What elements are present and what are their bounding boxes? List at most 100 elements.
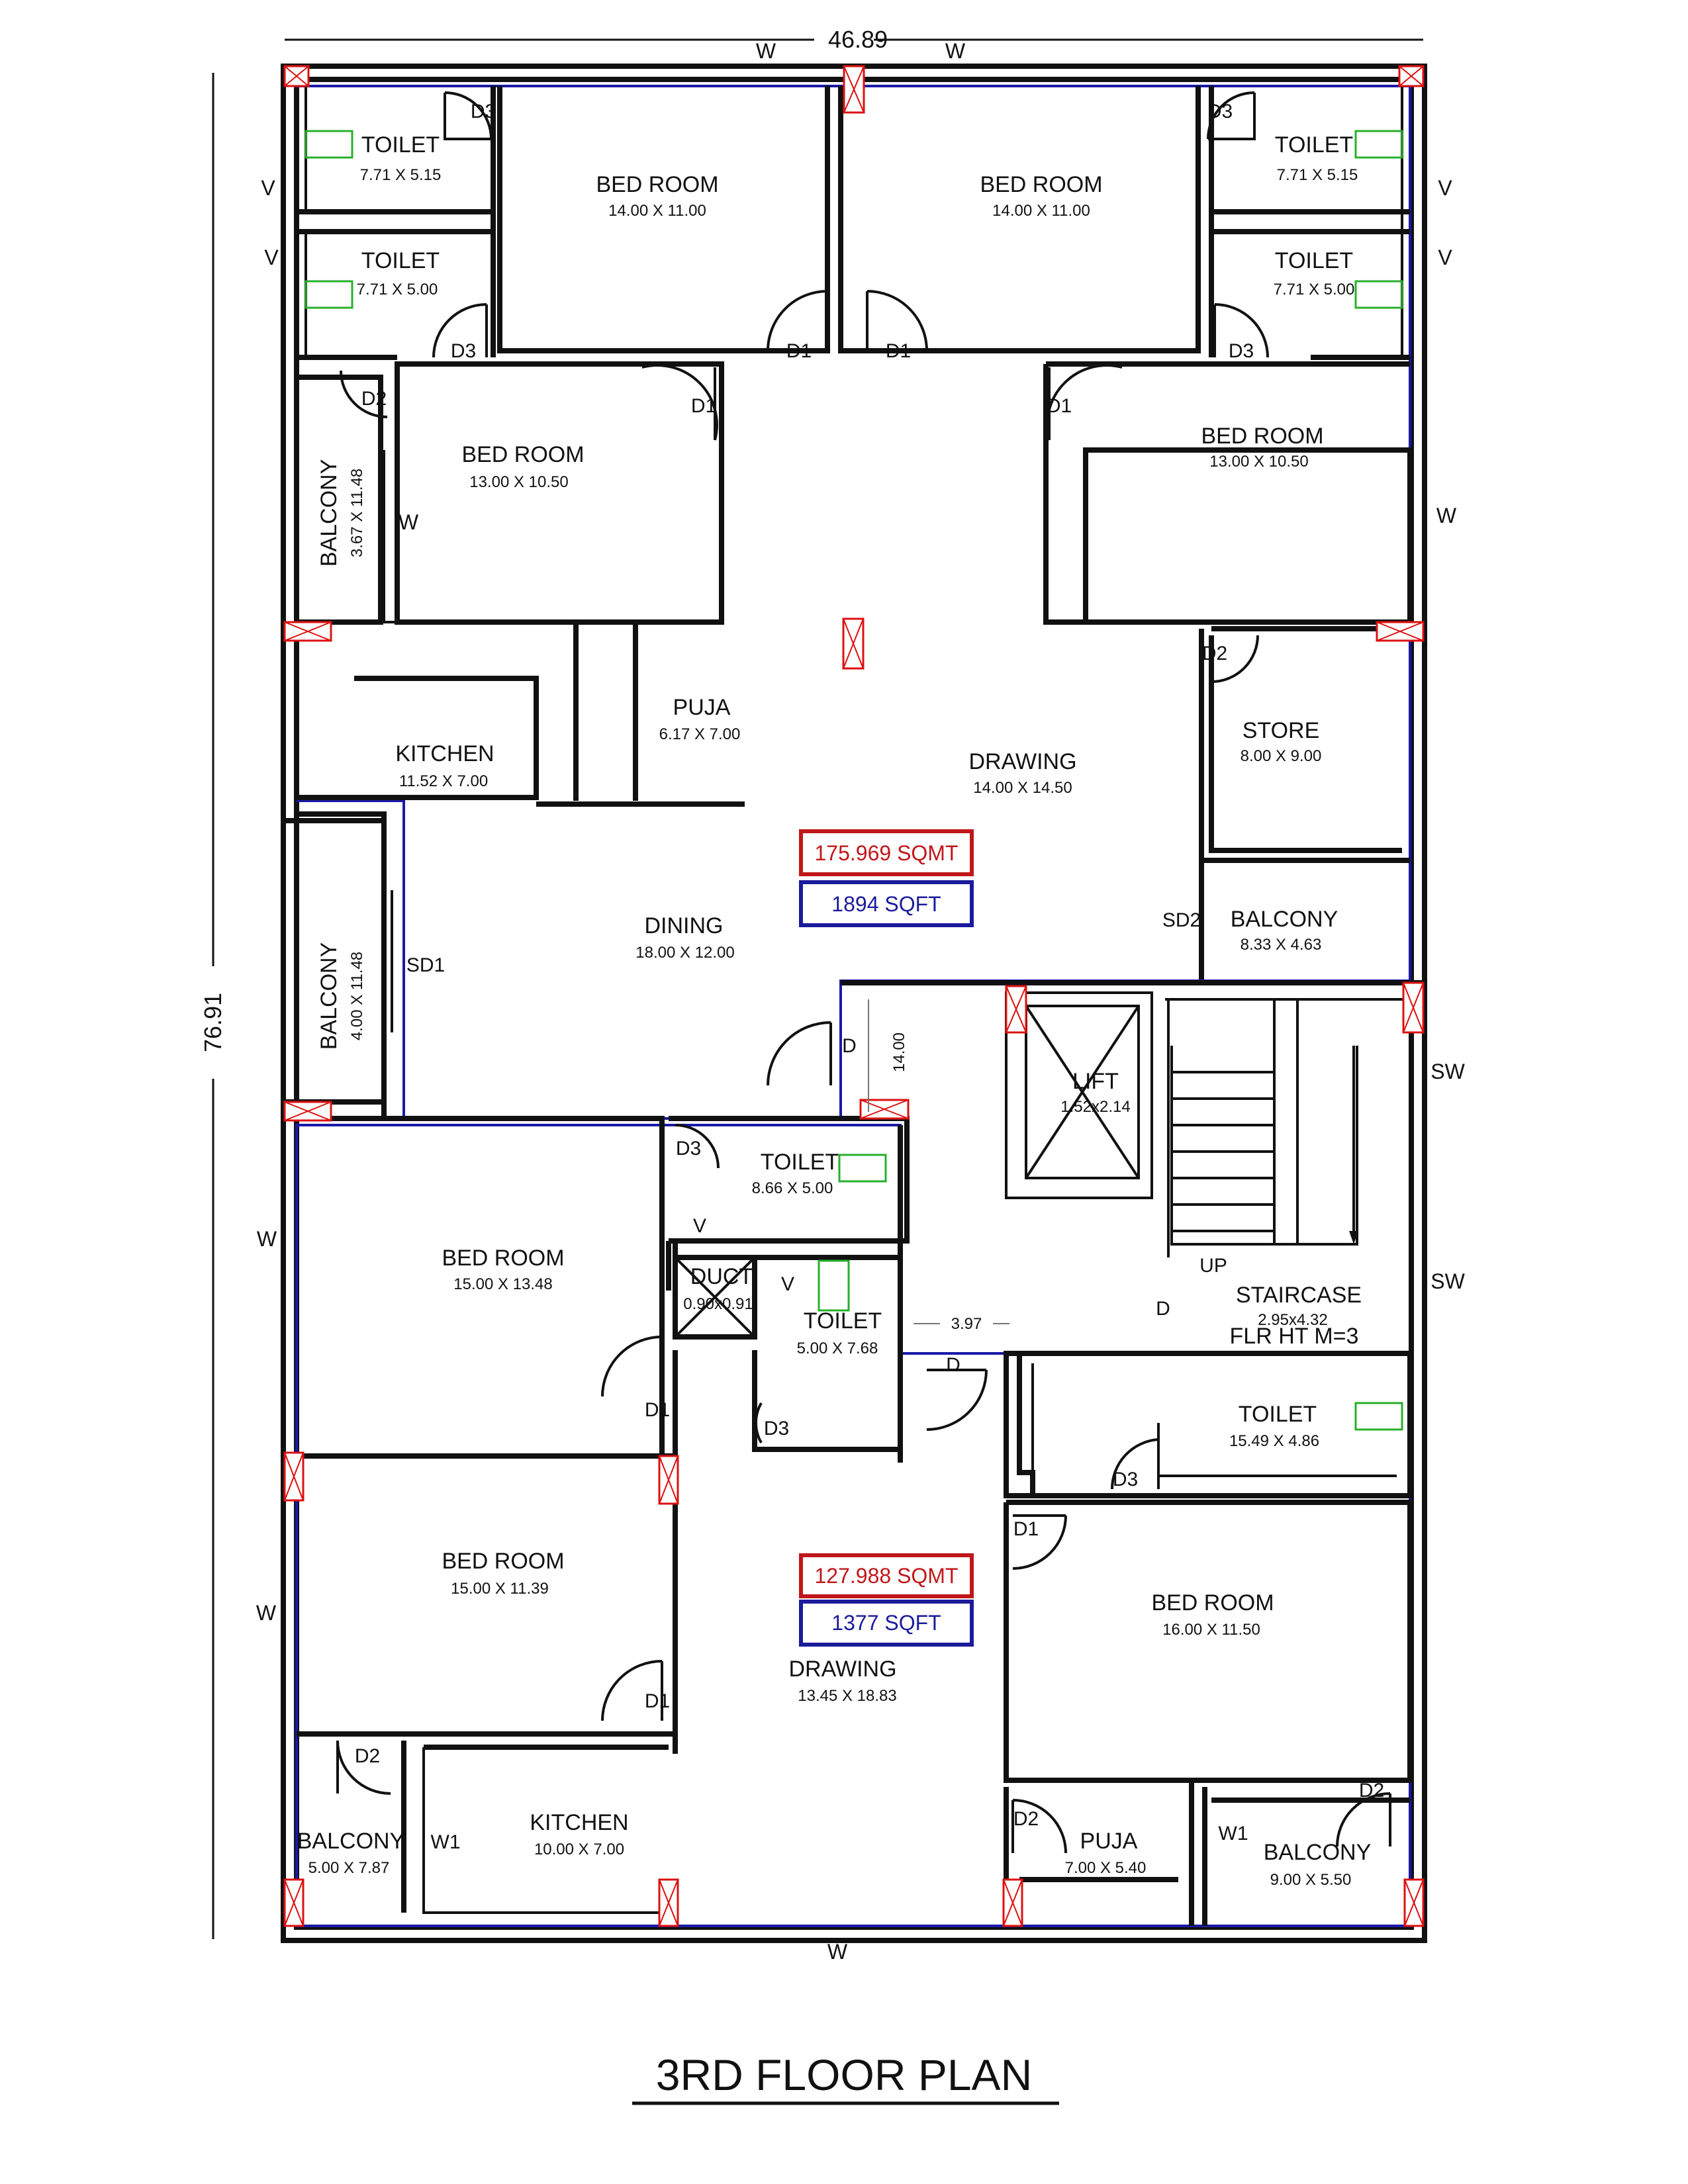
room-name: DRAWING	[788, 1657, 896, 1682]
room-dimension: 7.00 X 5.40	[1065, 1859, 1147, 1877]
room-dimension: 8.66 X 5.00	[752, 1179, 833, 1197]
area-sqmt-upper: 175.969 SQMT	[815, 841, 959, 865]
room-name: BALCONY	[1264, 1840, 1372, 1865]
window-tag: W	[827, 1940, 848, 1964]
room-dimension: 8.33 X 4.63	[1241, 936, 1322, 954]
window-tag: W1	[1219, 1823, 1248, 1844]
room-name: DINING	[645, 913, 724, 938]
door-tag: D2	[355, 1745, 380, 1767]
room-dimension: 7.71 X 5.00	[1274, 281, 1355, 298]
room-name: BED ROOM	[1151, 1590, 1274, 1615]
vent-tag: V	[264, 246, 279, 269]
door-tag: D2	[361, 388, 387, 410]
window-tag: SW	[1430, 1060, 1465, 1083]
door-tag: D1	[691, 395, 716, 417]
lower-flat-walls	[297, 1116, 1413, 1926]
room-dimension: 13.45 X 18.83	[798, 1687, 896, 1705]
door-tag: D1	[786, 340, 812, 362]
door-tag: D3	[471, 101, 496, 122]
door-tag: D2	[1359, 1780, 1384, 1801]
door-tag: D	[842, 1035, 857, 1057]
door-tag: D1	[1047, 395, 1072, 417]
area-sqft-lower: 1377 SQFT	[831, 1611, 941, 1635]
opening-tags: W W V V V V W W D3 D3 D3 D3 D1 D1 D1 D1 …	[256, 39, 1466, 1964]
room-name: TOILET	[1275, 132, 1353, 158]
area-sqft-upper: 1894 SQFT	[831, 892, 941, 916]
room-dimension: 5.00 X 7.87	[308, 1859, 390, 1877]
room-dimension: 4.00 X 11.48	[348, 952, 366, 1040]
room-name: BED ROOM	[442, 1246, 564, 1271]
room-dimension: 13.00 X 10.50	[1209, 453, 1308, 471]
room-name: BALCONY	[1231, 907, 1338, 932]
plan-title: 3RD FLOOR PLAN	[656, 2050, 1032, 2099]
room-dimension: 18.00 X 12.00	[635, 944, 734, 962]
room-name: BED ROOM	[442, 1549, 564, 1574]
room-name: KITCHEN	[530, 1810, 628, 1835]
window-tag: W	[756, 39, 776, 63]
area-sqmt-lower: 127.988 SQMT	[815, 1564, 959, 1588]
room-dimension: 3.67 X 11.48	[348, 469, 366, 557]
structural-columns	[283, 65, 1425, 1927]
area-summary-lower: 127.988 SQMT 1377 SQFT	[799, 1553, 974, 1647]
room-dimension: 14.00 X 14.50	[973, 779, 1072, 797]
room-dimension: 16.00 X 11.50	[1162, 1621, 1260, 1639]
upper-flat-walls	[285, 86, 1423, 1257]
room-dimension: 15.00 X 11.39	[451, 1580, 549, 1598]
door-tag: D3	[1207, 101, 1233, 122]
vent-tag: V	[781, 1273, 794, 1295]
door-tag: D3	[764, 1418, 789, 1439]
door-tag: SD2	[1162, 909, 1201, 931]
room-name: KITCHEN	[395, 741, 494, 766]
room-dimension: 11.52 X 7.00	[399, 772, 488, 790]
passage-dimension: 3.97	[951, 1315, 982, 1333]
window-tag: W	[1436, 504, 1457, 527]
vent-tag: V	[693, 1215, 706, 1237]
door-tag: D	[946, 1354, 961, 1376]
room-name: BED ROOM	[1201, 424, 1323, 449]
door-tag: D3	[676, 1138, 701, 1160]
room-dimension: 7.71 X 5.15	[360, 166, 442, 184]
room-name: BALCONY	[297, 1829, 405, 1854]
room-dimension: 7.71 X 5.15	[1277, 166, 1358, 184]
room-name: STAIRCASE	[1236, 1283, 1362, 1308]
window-tag: W	[399, 510, 419, 534]
room-name: DRAWING	[968, 749, 1076, 774]
room-labels: TOILET 7.71 X 5.15 BED ROOM 14.00 X 11.0…	[297, 132, 1372, 1889]
stair-up-label: UP	[1199, 1255, 1227, 1277]
room-dimension: 9.00 X 5.50	[1270, 1871, 1352, 1889]
room-dimension: 14.00 X 11.00	[992, 202, 1090, 220]
door-tag: D1	[1013, 1518, 1039, 1540]
door-tag: D3	[1229, 340, 1254, 362]
room-name: BALCONY	[316, 459, 342, 567]
overall-height-label: 76.91	[199, 993, 226, 1052]
room-dimension: 15.00 X 13.48	[453, 1275, 552, 1293]
room-name: TOILET	[361, 248, 440, 273]
room-dimension: 6.17 X 7.00	[659, 725, 741, 743]
room-dimension: 7.71 X 5.00	[357, 281, 438, 298]
door-tag: D1	[886, 340, 911, 362]
vent-tag: V	[261, 176, 275, 200]
window-tag: W	[257, 1227, 277, 1251]
door-tag: D1	[645, 1399, 670, 1421]
window-tag: SW	[1430, 1269, 1465, 1293]
room-name: PUJA	[1080, 1829, 1138, 1854]
window-tag: W1	[431, 1831, 461, 1853]
overall-width-label: 46.89	[828, 26, 888, 53]
room-name: TOILET	[804, 1308, 882, 1334]
room-name: TOILET	[1239, 1402, 1317, 1427]
room-dimension: 0.90x0.91	[683, 1295, 753, 1313]
sanitary-fixtures	[305, 130, 1403, 1431]
window-tag: W	[945, 39, 966, 63]
room-dimension: 1.52x2.14	[1060, 1098, 1130, 1116]
room-dimension: 8.00 X 9.00	[1241, 747, 1322, 765]
room-name: DUCT	[690, 1264, 753, 1289]
room-dimension: 15.49 X 4.86	[1229, 1432, 1319, 1450]
room-name: TOILET	[761, 1150, 839, 1175]
vent-tag: V	[1438, 176, 1452, 200]
room-dimension: 13.00 X 10.50	[469, 473, 568, 491]
room-name: TOILET	[361, 132, 440, 158]
room-dimension: 2.95x4.32	[1258, 1311, 1327, 1329]
room-name: STORE	[1243, 718, 1320, 743]
vent-tag: V	[1438, 246, 1452, 269]
